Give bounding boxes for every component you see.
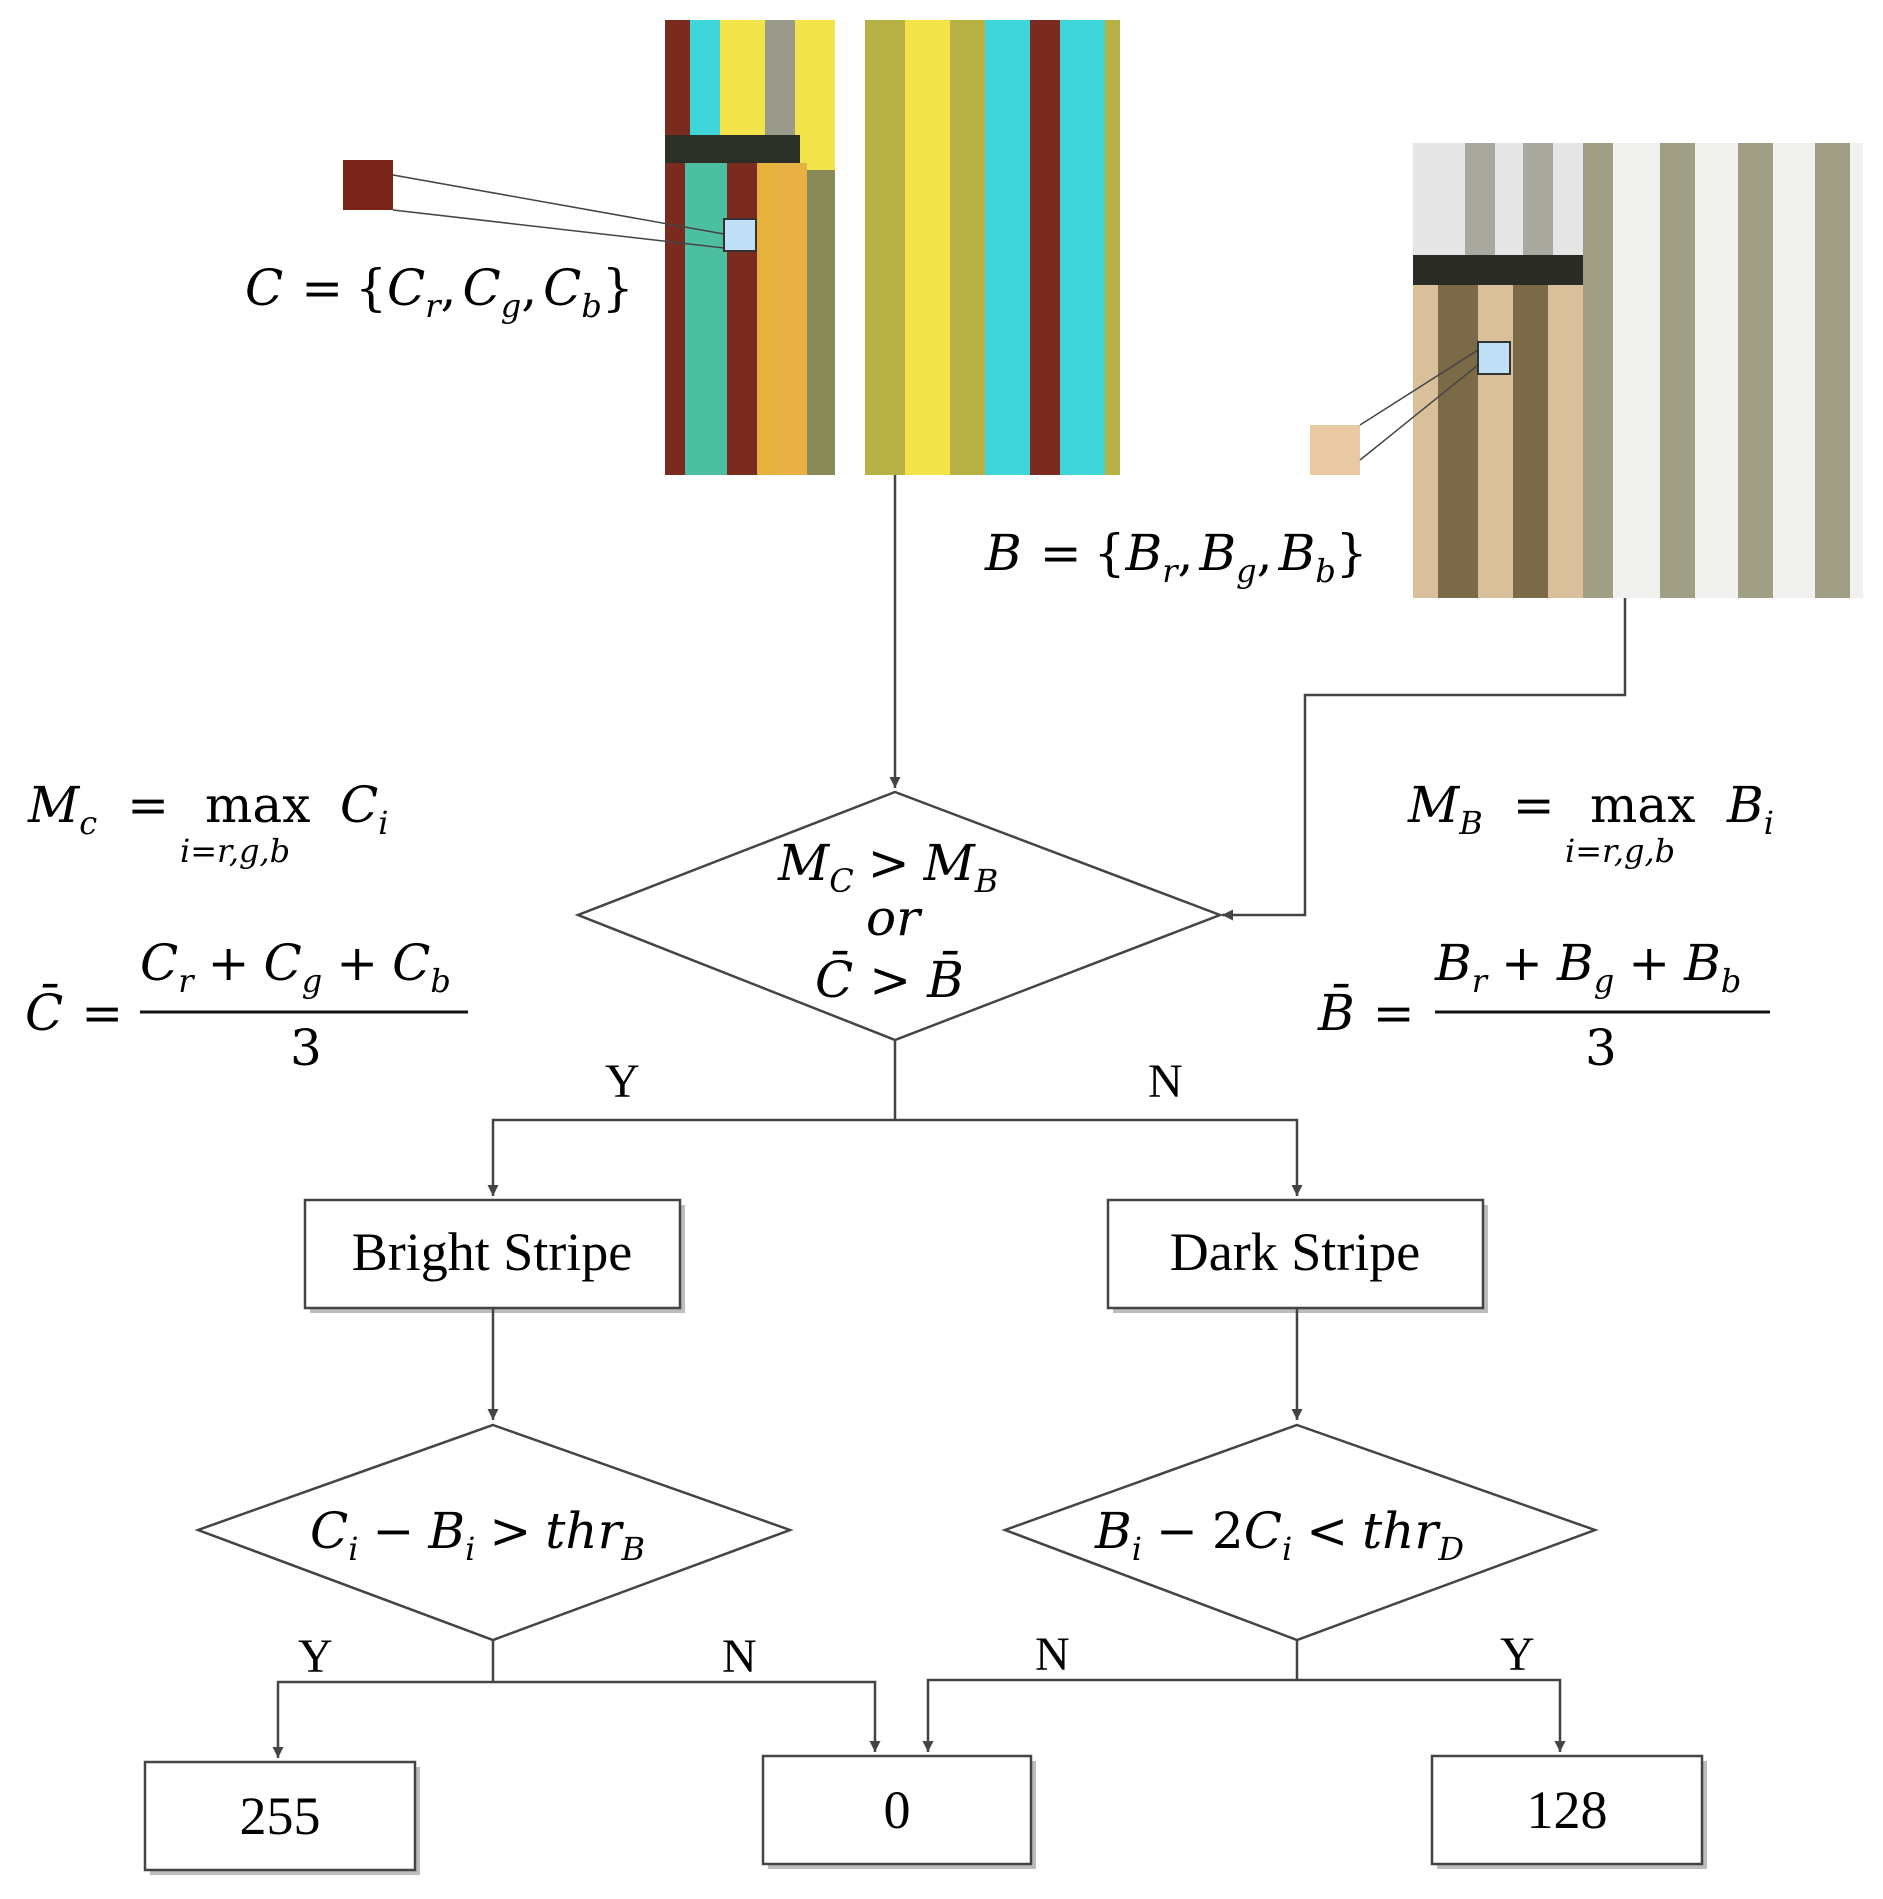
color-pattern-image	[665, 20, 1120, 475]
svg-text:C̄=: C̄=	[25, 983, 123, 1042]
c-mean-formula: C̄= Cr+Cg+Cb 3	[25, 934, 468, 1077]
svg-text:max: max	[205, 776, 310, 834]
svg-text:Cr+Cg+Cb: Cr+Cg+Cb	[140, 934, 451, 1000]
svg-text:Bi: Bi	[1726, 776, 1774, 842]
svg-text:MC>MB: MC>MB	[777, 834, 998, 900]
svg-text:Ci: Ci	[340, 776, 389, 842]
svg-text:128: 128	[1527, 1780, 1608, 1840]
dark-no-label: N	[1035, 1628, 1070, 1681]
dark-yes-label: Y	[1500, 1628, 1535, 1681]
main-decision-diamond: MC>MB or C̄>B̄	[574, 790, 1224, 1042]
bright-yes-label: Y	[298, 1630, 333, 1683]
mb-formula: MB= max i=r,g,b Bi	[1407, 776, 1774, 870]
svg-text:3: 3	[290, 1019, 322, 1077]
svg-text:or: or	[866, 889, 923, 947]
svg-text:Bright Stripe: Bright Stripe	[352, 1222, 633, 1282]
background-pattern-image	[1413, 143, 1863, 598]
svg-text:i=r,g,b: i=r,g,b	[1565, 832, 1675, 870]
svg-text:Br+Bg+Bb: Br+Bg+Bb	[1434, 934, 1741, 1000]
bright-stripe-box: Bright Stripe	[303, 1198, 685, 1313]
svg-text:i=r,g,b: i=r,g,b	[180, 832, 290, 870]
svg-text:3: 3	[1585, 1019, 1617, 1077]
svg-text:MB=: MB=	[1407, 776, 1555, 842]
svg-text:0: 0	[884, 1780, 911, 1840]
background-sample-swatch	[1310, 425, 1360, 475]
svg-text:B̄=: B̄=	[1317, 983, 1415, 1042]
output-255-box: 255	[143, 1760, 420, 1875]
svg-text:255: 255	[240, 1786, 321, 1846]
main-no-label: N	[1148, 1055, 1183, 1108]
dark-stripe-box: Dark Stripe	[1106, 1198, 1488, 1313]
output-128-box: 128	[1430, 1754, 1707, 1869]
color-pixel-marker	[723, 218, 757, 252]
main-yes-label: Y	[605, 1055, 640, 1108]
svg-text:Dark Stripe: Dark Stripe	[1170, 1222, 1420, 1282]
color-sample-swatch	[343, 160, 393, 210]
svg-text:Bi−2Ci<thrD: Bi−2Ci<thrD	[1094, 1502, 1464, 1568]
bright-no-label: N	[722, 1630, 757, 1683]
c-set-formula: C={Cr,Cg,Cb}	[245, 259, 634, 325]
dark-threshold-diamond: Bi−2Ci<thrD	[1001, 1423, 1599, 1642]
output-0-box: 0	[761, 1754, 1036, 1869]
mc-formula: Mc= max i=r,g,b Ci	[27, 776, 389, 870]
background-pixel-marker	[1477, 341, 1511, 375]
svg-text:Ci−Bi>thrB: Ci−Bi>thrB	[310, 1502, 645, 1568]
svg-text:C̄>B̄: C̄>B̄	[815, 950, 964, 1009]
svg-text:max: max	[1590, 776, 1695, 834]
b-mean-formula: B̄= Br+Bg+Bb 3	[1317, 934, 1770, 1077]
svg-text:Mc=: Mc=	[27, 776, 169, 842]
bright-threshold-diamond: Ci−Bi>thrB	[194, 1423, 794, 1642]
b-set-formula: B={Br,Bg,Bb}	[984, 524, 1368, 590]
